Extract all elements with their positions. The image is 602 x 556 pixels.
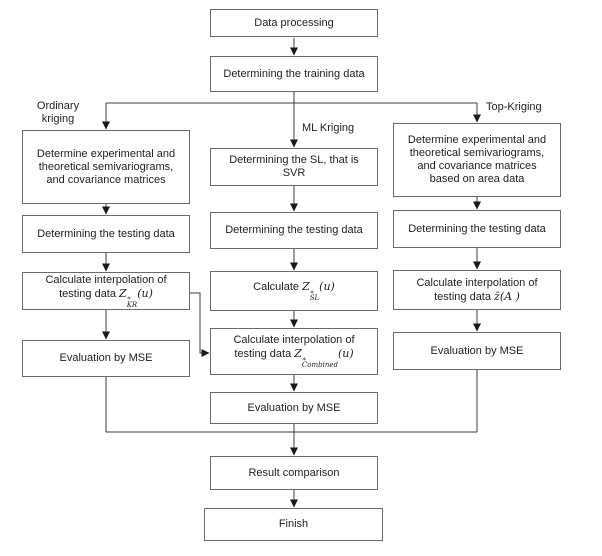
node-ml-determine-sl-svr: Determining the SL, that is SVR — [210, 148, 378, 186]
edge-l3-m4 — [190, 292, 210, 357]
ml-calculate-prefix: Calculate — [253, 281, 299, 294]
node-ok-semivariograms: Determine experimental and theoretical s… — [22, 130, 190, 204]
tk-interpolation-line2: testing data z̄(A ) — [434, 290, 520, 304]
node-tk-testing-data: Determining the testing data — [393, 210, 561, 248]
ok-interpolation-line1: Calculate interpolation of — [45, 273, 167, 286]
node-ml-evaluation-mse: Evaluation by MSE — [210, 392, 378, 424]
ok-interpolation-formula: Z∗KR(u) — [119, 286, 153, 309]
tk-interpolation-prefix: testing data — [434, 290, 491, 303]
node-tk-semivariograms-area: Determine experimental and theoretical s… — [393, 123, 561, 197]
ml-calculate-line: Calculate Z∗SL(u) — [253, 280, 335, 302]
ml-calculate-formula: Z∗SL(u) — [302, 280, 335, 303]
node-ok-testing-data: Determining the testing data — [22, 215, 190, 253]
node-tk-evaluation-mse: Evaluation by MSE — [393, 332, 561, 370]
branch-label-top-kriging: Top-Kriging — [486, 101, 542, 113]
ml-combined-prefix: testing data — [234, 348, 292, 361]
ok-interpolation-line2: testing data Z∗KR(u) — [59, 287, 153, 309]
node-determining-training-data: Determining the training data — [210, 56, 378, 92]
node-ml-testing-data: Determining the testing data — [210, 212, 378, 249]
tk-interpolation-line1: Calculate interpolation of — [416, 276, 538, 289]
node-data-processing: Data processing — [210, 9, 378, 37]
node-ml-calculate-zsl: Calculate Z∗SL(u) — [210, 271, 378, 311]
node-ok-evaluation-mse: Evaluation by MSE — [22, 340, 190, 377]
node-finish: Finish — [204, 508, 383, 541]
branch-label-ml-kriging: ML Kriging — [302, 122, 355, 134]
branch-label-ordinary-kriging: Ordinary kriging — [36, 100, 80, 125]
node-ok-interpolation-zkr: Calculate interpolation of testing data … — [22, 272, 190, 310]
tk-interpolation-formula: z̄(A ) — [494, 289, 520, 303]
ml-combined-line2: testing data Z∗Combined(u) — [234, 347, 353, 369]
node-ml-interpolation-zcombined: Calculate interpolation of testing data … — [210, 328, 378, 375]
ml-combined-line1: Calculate interpolation of — [233, 334, 355, 347]
ok-interpolation-prefix: testing data — [59, 287, 116, 300]
node-tk-interpolation-zbar: Calculate interpolation of testing data … — [393, 270, 561, 310]
ml-combined-formula: Z∗Combined(u) — [294, 347, 354, 370]
node-result-comparison: Result comparison — [210, 456, 378, 490]
